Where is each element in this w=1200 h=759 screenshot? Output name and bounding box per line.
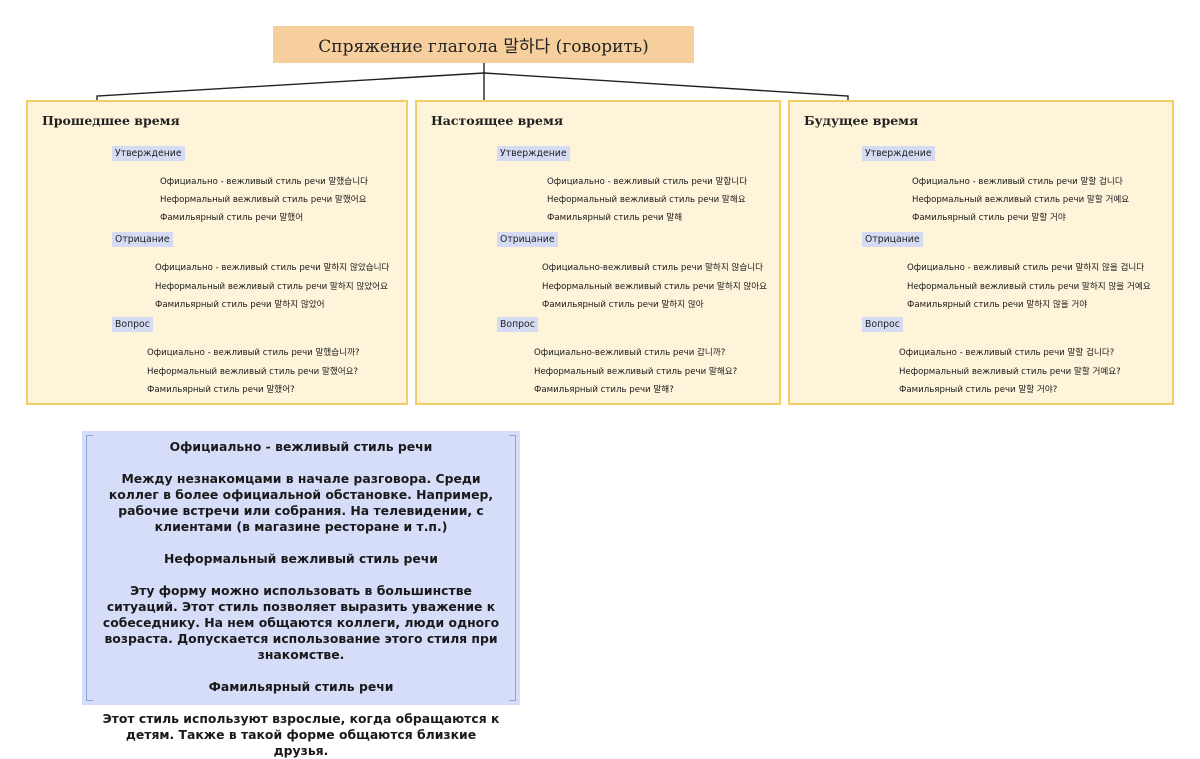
past-aff-familiar: Фамильярный стиль речи 말했어: [160, 213, 304, 223]
future-neg-familiar: Фамильярный стиль речи 말하지 않을 거야: [907, 300, 1088, 310]
future-question-label: Вопрос: [862, 317, 903, 332]
past-q-informal: Неформальный вежливый стиль речи 말했어요?: [147, 367, 359, 377]
past-neg-familiar: Фамильярный стиль речи 말하지 않았어: [155, 300, 325, 310]
future-q-informal: Неформальный вежливый стиль речи 말할 거예요?: [899, 367, 1121, 377]
left-bracket: [86, 435, 93, 701]
familiar-heading: Фамильярный стиль речи: [208, 679, 394, 694]
present-q-familiar: Фамильярный стиль речи 말해?: [534, 385, 674, 395]
formal-heading: Официально - вежливый стиль речи: [169, 439, 433, 454]
style-explanation-content: Официально - вежливый стиль речи Между н…: [102, 439, 500, 759]
present-aff-familiar: Фамильярный стиль речи 말해: [547, 213, 683, 223]
panel-past-title: Прошедшее время: [42, 113, 180, 128]
present-question-label: Вопрос: [497, 317, 538, 332]
right-bracket: [509, 435, 516, 701]
past-aff-informal: Неформальный вежливый стиль речи 말했어요: [160, 195, 367, 205]
present-aff-formal: Официально - вежливый стиль речи 말합니다: [547, 177, 748, 187]
past-neg-informal: Неформальный вежливый стиль речи 말하지 않았어…: [155, 282, 388, 292]
panel-past: [26, 100, 408, 405]
diagram-title: Спряжение глагола 말하다 (говорить): [273, 26, 694, 63]
style-explanation-box: Официально - вежливый стиль речи Между н…: [82, 431, 520, 758]
familiar-description: Этот стиль используют взрослые, когда об…: [102, 711, 500, 758]
future-aff-formal: Официально - вежливый стиль речи 말할 겁니다: [912, 177, 1123, 187]
past-neg-formal: Официально - вежливый стиль речи 말하지 않았습…: [155, 263, 390, 273]
panel-present: [415, 100, 781, 405]
future-affirmation-label: Утверждение: [862, 146, 935, 161]
future-negation-label: Отрицание: [862, 232, 923, 247]
past-q-formal: Официально - вежливый стиль речи 말했습니까?: [147, 348, 360, 358]
panel-present-title: Настоящее время: [431, 113, 564, 128]
informal-heading: Неформальный вежливый стиль речи: [164, 551, 438, 566]
future-q-formal: Официально - вежливый стиль речи 말할 겁니다?: [899, 348, 1115, 358]
present-q-formal: Официально-вежливый стиль речи 갑니까?: [534, 348, 726, 358]
panel-future: [788, 100, 1174, 405]
future-aff-familiar: Фамильярный стиль речи 말할 거야: [912, 213, 1066, 223]
panel-future-title: Будущее время: [804, 113, 919, 128]
past-affirmation-label: Утверждение: [112, 146, 185, 161]
present-affirmation-label: Утверждение: [497, 146, 570, 161]
future-neg-formal: Официально - вежливый стиль речи 말하지 않을 …: [907, 263, 1145, 273]
present-neg-familiar: Фамильярный стиль речи 말하지 않아: [542, 300, 704, 310]
present-neg-formal: Официально-вежливый стиль речи 말하지 않습니다: [542, 263, 764, 273]
present-negation-label: Отрицание: [497, 232, 558, 247]
formal-description: Между незнакомцами в начале разговора. С…: [108, 471, 494, 534]
past-aff-formal: Официально - вежливый стиль речи 말했습니다: [160, 177, 369, 187]
past-question-label: Вопрос: [112, 317, 153, 332]
past-q-familiar: Фамильярный стиль речи 말했어?: [147, 385, 295, 395]
informal-description: Эту форму можно использовать в большинст…: [102, 583, 500, 662]
future-aff-informal: Неформальный вежливый стиль речи 말할 거예요: [912, 195, 1130, 205]
future-neg-informal: Неформальный вежливый стиль речи 말하지 않을 …: [907, 282, 1151, 292]
present-q-informal: Неформальный вежливый стиль речи 말해요?: [534, 367, 738, 377]
past-negation-label: Отрицание: [112, 232, 173, 247]
present-aff-informal: Неформальный вежливый стиль речи 말해요: [547, 195, 746, 205]
future-q-familiar: Фамильярный стиль речи 말할 거야?: [899, 385, 1058, 395]
present-neg-informal: Неформальный вежливый стиль речи 말하지 않아요: [542, 282, 768, 292]
